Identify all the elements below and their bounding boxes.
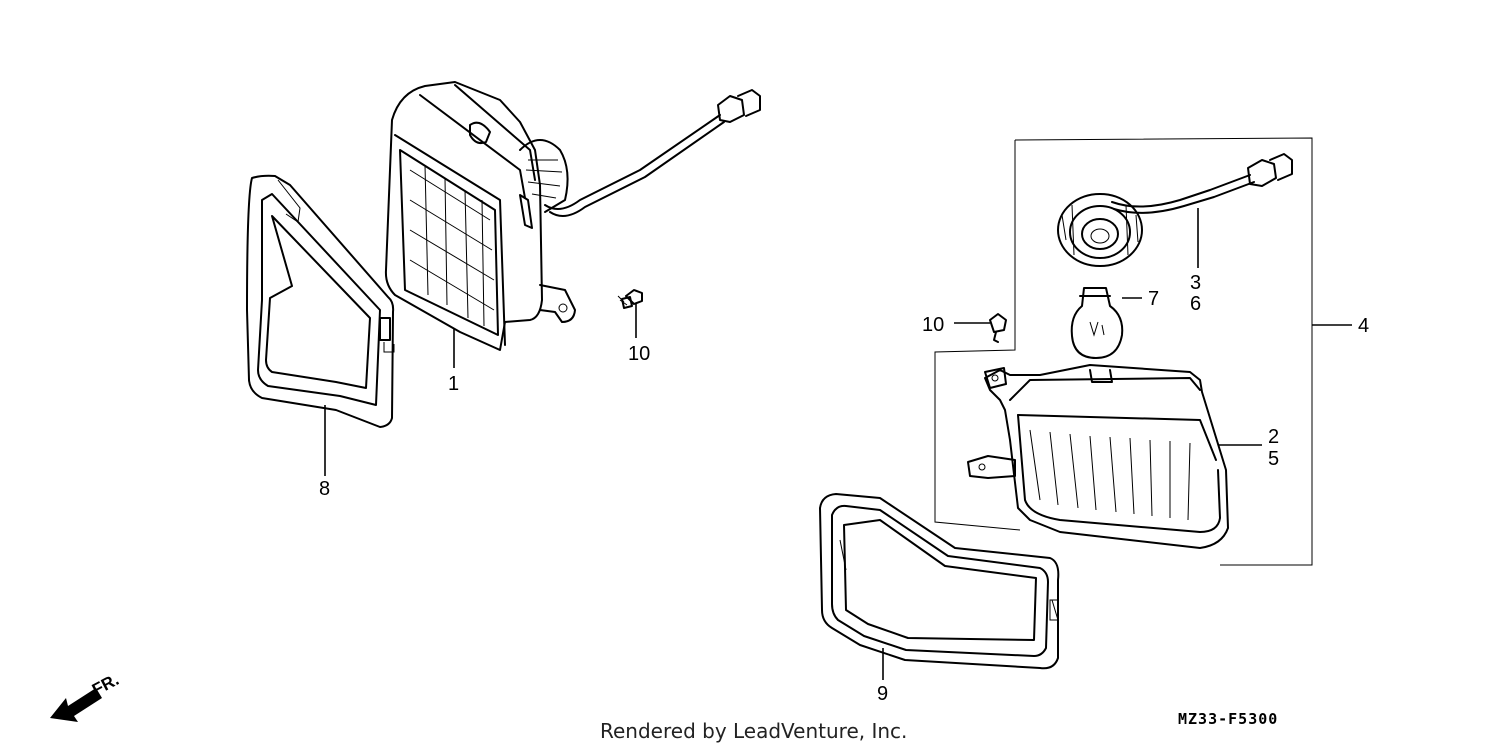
callout-4: 4 [1358, 315, 1369, 337]
callout-7: 7 [1148, 288, 1159, 310]
callout-8: 8 [319, 478, 330, 500]
callout-10-left: 10 [628, 343, 650, 365]
diagram-code: MZ33-F5300 [1178, 710, 1278, 728]
front-direction-arrow: FR. [50, 670, 122, 722]
socket-with-wire-part-3-6[interactable] [1057, 153, 1293, 267]
callout-labels: 1 8 10 10 7 3 6 4 2 5 9 [319, 272, 1369, 705]
callout-1: 1 [448, 373, 459, 395]
callout-2: 2 [1268, 426, 1279, 448]
callout-10-right: 10 [922, 314, 944, 336]
headlight-unit-part-1[interactable] [384, 81, 761, 351]
bulb-part-7[interactable] [1070, 287, 1124, 359]
leader-lines [324, 208, 1352, 680]
callout-3: 3 [1190, 272, 1201, 294]
callout-5: 5 [1268, 448, 1279, 470]
screw-part-10-left[interactable] [617, 289, 643, 309]
callout-9: 9 [877, 683, 888, 705]
headlight-rim-part-8[interactable] [246, 174, 395, 428]
turn-signal-rim-part-9[interactable] [819, 493, 1060, 670]
turn-signal-lens-part-2-5[interactable] [967, 364, 1229, 549]
screw-part-10-right[interactable] [989, 313, 1007, 343]
callout-6: 6 [1190, 293, 1201, 315]
assembly-bracket-part-4 [934, 137, 1313, 566]
rendered-by-credit: Rendered by LeadVenture, Inc. [600, 719, 907, 743]
